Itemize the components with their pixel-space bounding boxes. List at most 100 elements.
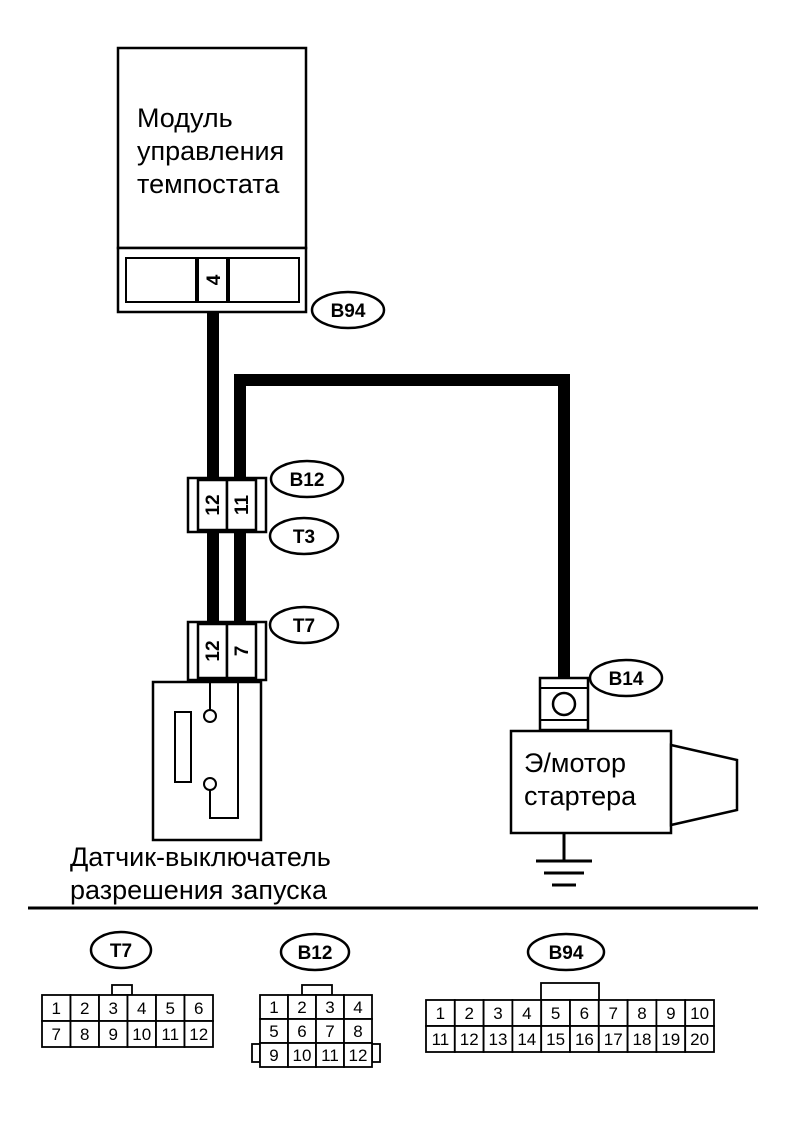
pinout-t7-cell — [98, 994, 129, 1022]
pinout-b94-pin-19: 19 — [661, 1030, 680, 1049]
connector-b12-t3: 12 11 — [186, 476, 268, 534]
pinout-b94-pin-9: 9 — [666, 1004, 675, 1023]
tag-t7: T7 — [268, 605, 340, 645]
pinout-b94-cell — [482, 999, 514, 1027]
tag-t7-outline — [268, 605, 340, 645]
pinout-b12-pin-4: 4 — [353, 998, 362, 1017]
pinout-t7-pin-10: 10 — [132, 1025, 151, 1044]
ground-symbol — [536, 833, 592, 887]
module-body — [116, 46, 308, 250]
pinout-tag-b12-outline — [279, 932, 351, 972]
pinout-tag-b94-label: B94 — [549, 943, 584, 964]
pinout-b94-lock — [540, 982, 600, 1001]
pinout-tag-b94-outline — [526, 932, 606, 972]
pinout-b94-pin-14: 14 — [517, 1030, 536, 1049]
pinout-t7-pin-12: 12 — [189, 1025, 208, 1044]
module-connector-slot-left — [125, 257, 197, 303]
pinout-tag-t7-outline — [89, 930, 153, 970]
pinout-t7-pin-3: 3 — [109, 999, 118, 1018]
pinout-t7-cell — [98, 1020, 129, 1048]
pinout-tag-b94: B94 — [526, 932, 606, 972]
pinout-t7-cell — [41, 994, 72, 1022]
connector-b12-pin-11-label: 11 — [232, 495, 253, 516]
pinout-b94-pin-8: 8 — [637, 1004, 646, 1023]
switch-contact-lower — [203, 777, 217, 791]
pinout-b12-pin-2: 2 — [297, 998, 306, 1017]
pinout-t7-pin-5: 5 — [166, 999, 175, 1018]
pinout-b94-pin-3: 3 — [493, 1004, 502, 1023]
pinout-b94-cell — [540, 999, 571, 1027]
pinout-t7-pin-9: 9 — [109, 1025, 118, 1044]
switch-contact-upper — [203, 709, 217, 723]
pinout-b12-pin-6: 6 — [297, 1022, 306, 1041]
pinout-b94-pin-7: 7 — [608, 1004, 617, 1023]
pinout-t7-pin-6: 6 — [194, 999, 203, 1018]
pinout-b12-pin-3: 3 — [325, 998, 334, 1017]
connector-t7-pin-12-label: 12 — [203, 640, 224, 661]
pinout-b94-pin-11: 11 — [432, 1030, 450, 1049]
tag-b12: B12 — [269, 459, 345, 499]
pinout-b94-pin-4: 4 — [522, 1004, 531, 1023]
pinout-b94-cell — [540, 1025, 571, 1053]
connector-t7: 12 7 — [186, 620, 268, 682]
pinout-t7-cell — [155, 1020, 186, 1048]
pinout-b94-pin-16: 16 — [575, 1030, 594, 1049]
switch-label-line-2: разрешения запуска — [70, 875, 328, 905]
module-label-line-2: управления — [137, 136, 284, 166]
starter-nose — [669, 743, 739, 827]
pinout-t7-cell — [183, 1020, 214, 1048]
connector-t7-pin-7-label: 7 — [232, 646, 253, 657]
connector-b12-pin-12-label: 12 — [203, 494, 224, 515]
pinout-b12-pin-10: 10 — [293, 1046, 312, 1065]
module-label-line-3: темпостата — [137, 169, 280, 199]
pinout-b12-cell — [343, 1018, 373, 1044]
pinout-t7-pin-4: 4 — [137, 999, 146, 1018]
starter-label-line-2: стартера — [524, 781, 637, 811]
connector-b14 — [538, 676, 590, 732]
switch-label-line-1: Датчик-выключатель — [70, 842, 331, 872]
pinout-b12-pin-1: 1 — [269, 998, 278, 1017]
pinout-b94-pin-17: 17 — [604, 1030, 623, 1049]
tag-t7-label: T7 — [293, 616, 315, 637]
cruise-control-module: Модуль управления темпостата 4 — [116, 46, 308, 314]
module-pin-4-label: 4 — [204, 274, 225, 285]
connector-t7-pin-7-cell — [225, 622, 258, 680]
connector-b12-pin-12-cell — [196, 478, 229, 532]
pinout-b12-pin-11: 11 — [321, 1046, 339, 1065]
connector-b14-terminal — [551, 691, 577, 717]
pinout-b94-pin-5: 5 — [551, 1004, 560, 1023]
switch-body — [151, 680, 263, 842]
pinout-b94-pin-13: 13 — [489, 1030, 508, 1049]
pinout-b94-cell — [684, 999, 715, 1027]
switch-slider — [174, 711, 192, 783]
switch-lead-lower — [209, 682, 239, 819]
connector-b12-pin-11-cell — [225, 478, 258, 532]
pinout-b12-pin-9: 9 — [269, 1046, 278, 1065]
module-connector-slot-right — [228, 257, 300, 303]
pinout-b12-lock — [301, 984, 333, 996]
pinout-b12-cell — [343, 1042, 373, 1068]
tag-t3-label: T3 — [293, 527, 315, 548]
tag-b94: B94 — [310, 290, 386, 330]
pinout-b12-pin-5: 5 — [269, 1022, 278, 1041]
pinout-b12-cell — [315, 1042, 345, 1068]
pinout-t7-pin-2: 2 — [80, 999, 89, 1018]
pinout-t7-pin-8: 8 — [80, 1025, 89, 1044]
tag-b14-label: B14 — [609, 669, 644, 690]
pinout-b12-ear-left — [251, 1043, 261, 1063]
inhibitor-switch — [151, 680, 263, 842]
pinout-b94-pin-12: 12 — [460, 1030, 479, 1049]
starter-label-line-1: Э/мотор — [524, 748, 626, 778]
pinout-b12-ear-right — [371, 1043, 381, 1063]
pinout-b94-pin-2: 2 — [464, 1004, 473, 1023]
module-label-line-1: Модуль — [137, 103, 233, 133]
pinout-b12-pin-7: 7 — [325, 1022, 334, 1041]
pinout-b94-pin-6: 6 — [580, 1004, 589, 1023]
tag-b14: B14 — [588, 658, 664, 698]
tag-t3: T3 — [268, 516, 340, 556]
module-connector-pin-cell — [197, 257, 228, 303]
pinout-b12-pin-12: 12 — [349, 1046, 368, 1065]
pinout-t7-cell — [126, 1020, 157, 1048]
